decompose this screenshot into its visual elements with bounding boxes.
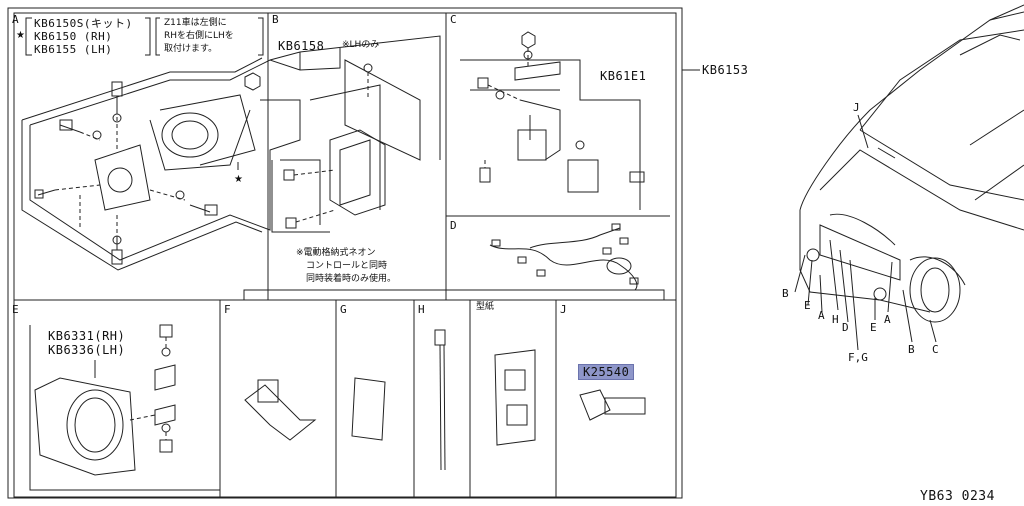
outer-frame: [7, 7, 683, 499]
section-b-note-1: ※電動格納式ネオン: [296, 248, 376, 258]
section-c-letter: C: [450, 13, 457, 26]
car-callout-e-right: E: [870, 321, 877, 334]
section-a-code-lh: KB6155 (LH): [34, 43, 113, 56]
section-e-code-rh: KB6331(RH): [48, 329, 126, 343]
section-a-star: ★: [16, 30, 25, 41]
section-b-lh-only: ※LHのみ: [342, 40, 380, 50]
outer-code: KB6153: [702, 63, 749, 77]
section-b-letter: B: [272, 13, 279, 26]
star-marker: ★: [234, 174, 243, 185]
section-a-code-rh: KB6150 (RH): [34, 30, 113, 43]
section-b-code: KB6158: [278, 39, 325, 53]
part-number-highlight[interactable]: K25540: [578, 364, 635, 380]
car-callout-c: C: [932, 343, 939, 356]
section-a-code-kit: KB6150S(キット): [34, 17, 133, 30]
section-h-letter: H: [418, 303, 425, 316]
diagram-id: YB63 0234: [920, 489, 995, 504]
car-callout-d: D: [842, 321, 849, 334]
car-callout-b-right: B: [908, 343, 915, 356]
car-callout-a-left: A: [818, 309, 825, 322]
section-e-letter: E: [12, 303, 19, 316]
car-callout-e-left: E: [804, 299, 811, 312]
section-c-code: KB61E1: [600, 69, 647, 83]
section-f-letter: F: [224, 303, 231, 316]
section-e-code-lh: KB6336(LH): [48, 343, 126, 357]
section-a-note-2: RHを右側にLHを: [164, 31, 234, 41]
car-callout-h: H: [832, 313, 839, 326]
section-a-note-3: 取付けます。: [164, 44, 218, 54]
section-a-note-1: Z11車は左側に: [164, 18, 227, 28]
section-g-letter: G: [340, 303, 347, 316]
section-b-note-2: コントロールと同時: [306, 261, 388, 271]
section-b-note-3: 同時装着時のみ使用。: [306, 274, 397, 284]
car-callout-b-left: B: [782, 287, 789, 300]
car-callout-a-right: A: [884, 313, 891, 326]
section-d-letter: D: [450, 219, 457, 232]
car-callout-j: J: [853, 101, 860, 114]
template-label: 型紙: [476, 302, 495, 312]
car-callout-fg: F,G: [848, 351, 868, 364]
section-j-letter: J: [560, 303, 567, 316]
section-a-letter: A: [12, 13, 19, 26]
